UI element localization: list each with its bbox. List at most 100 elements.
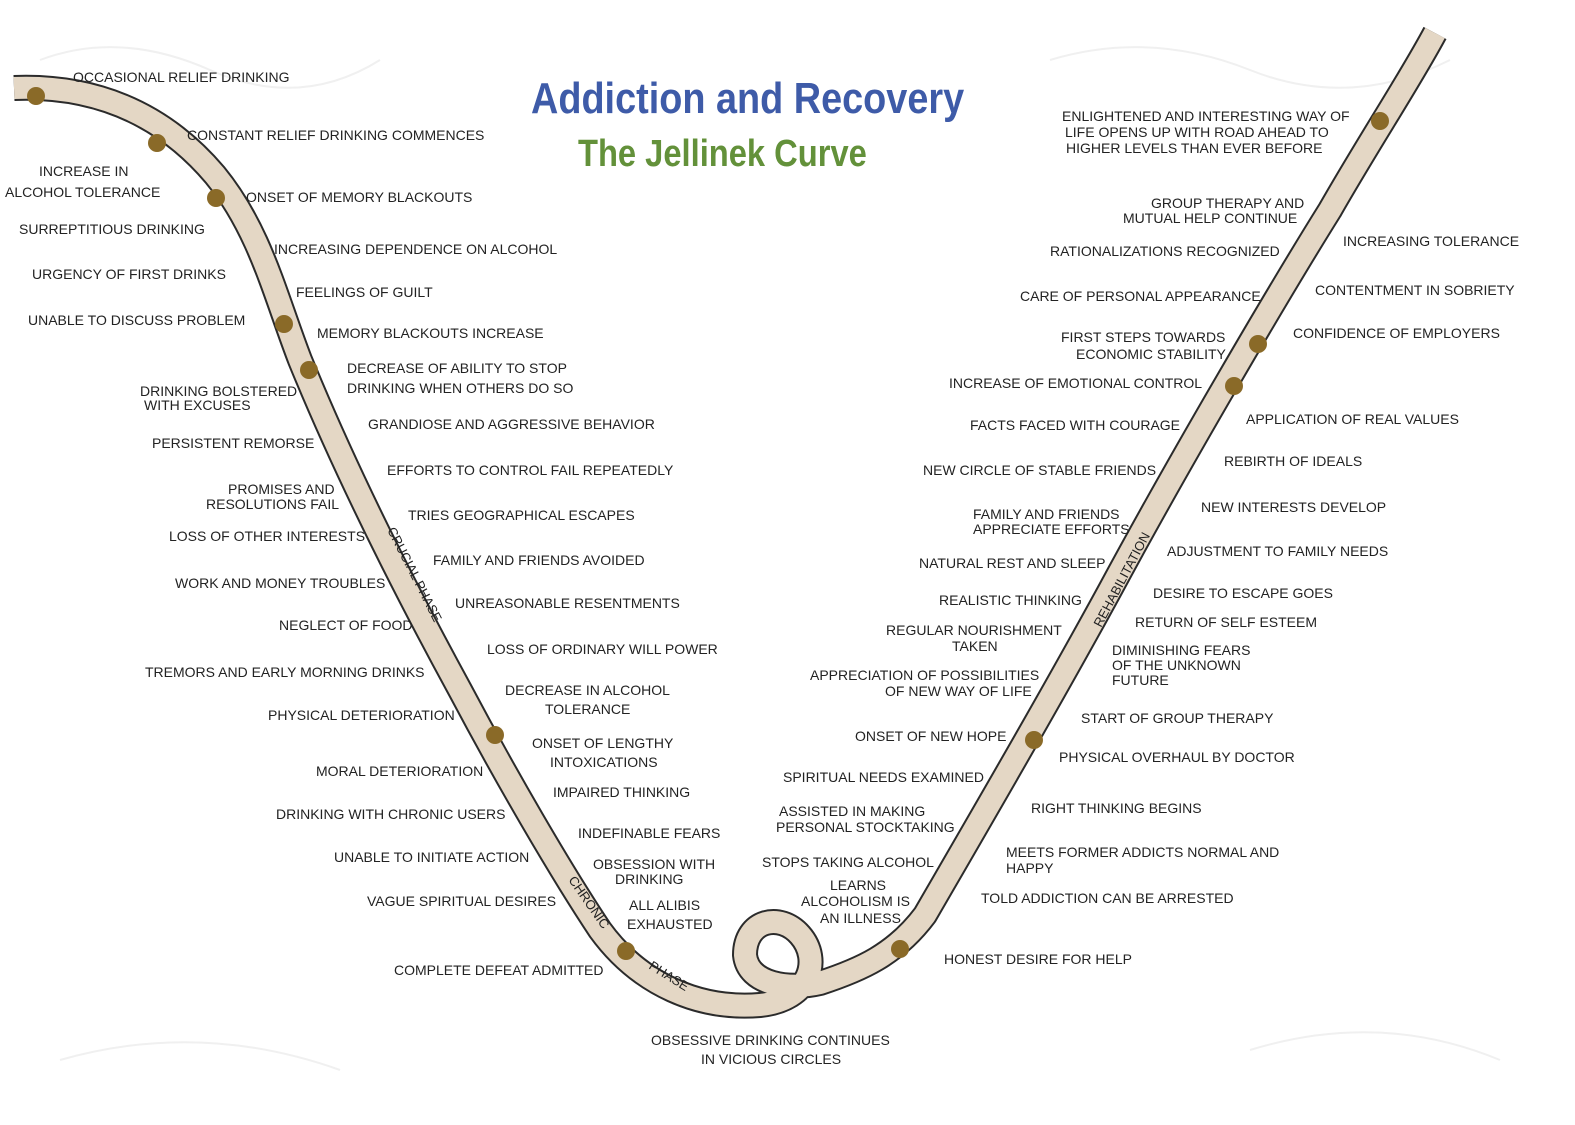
stage-label: ECONOMIC STABILITY xyxy=(1076,346,1226,362)
stage-label: MEMORY BLACKOUTS INCREASE xyxy=(317,325,544,341)
stage-label: PERSONAL STOCKTAKING xyxy=(776,819,955,835)
stage-label: INTOXICATIONS xyxy=(550,754,658,770)
stage-label: ONSET OF MEMORY BLACKOUTS xyxy=(246,189,473,205)
stage-label: HONEST DESIRE FOR HELP xyxy=(944,951,1133,967)
stage-label: CONTENTMENT IN SOBRIETY xyxy=(1315,282,1515,298)
stage-label: AN ILLNESS xyxy=(820,910,901,926)
stage-label: FAMILY AND FRIENDS xyxy=(973,506,1120,522)
milestone-dot xyxy=(1025,731,1043,749)
stage-label: RESOLUTIONS FAIL xyxy=(206,496,340,512)
stage-label: WORK AND MONEY TROUBLES xyxy=(175,575,386,591)
stage-label: ASSISTED IN MAKING xyxy=(779,803,926,819)
stage-label: DECREASE IN ALCOHOL xyxy=(505,682,670,698)
stage-label: PHYSICAL OVERHAUL BY DOCTOR xyxy=(1059,749,1295,765)
milestone-dots xyxy=(27,87,1389,960)
stage-label: DRINKING WHEN OTHERS DO SO xyxy=(347,380,574,396)
stage-label: MUTUAL HELP CONTINUE xyxy=(1123,210,1298,226)
stage-label: OBSESSIVE DRINKING CONTINUES xyxy=(651,1032,890,1048)
stage-label: REBIRTH OF IDEALS xyxy=(1224,453,1363,469)
stage-label: DIMINISHING FEARS xyxy=(1112,642,1251,658)
stage-label: CONFIDENCE OF EMPLOYERS xyxy=(1293,325,1500,341)
stage-label: FAMILY AND FRIENDS AVOIDED xyxy=(433,552,645,568)
stage-label: NEGLECT OF FOOD xyxy=(279,617,413,633)
stage-label: PROMISES AND xyxy=(228,481,335,497)
stage-label: TOLD ADDICTION CAN BE ARRESTED xyxy=(981,890,1234,906)
stage-label: RATIONALIZATIONS RECOGNIZED xyxy=(1050,243,1280,259)
stage-label: UNABLE TO INITIATE ACTION xyxy=(334,849,530,865)
stage-label: REGULAR NOURISHMENT xyxy=(886,622,1062,638)
stage-label: LOSS OF OTHER INTERESTS xyxy=(169,528,366,544)
stage-label: PERSISTENT REMORSE xyxy=(152,435,315,451)
stage-label: APPRECIATE EFFORTS xyxy=(973,521,1130,537)
stage-label: VAGUE SPIRITUAL DESIRES xyxy=(367,893,557,909)
stage-label: ONSET OF NEW HOPE xyxy=(855,728,1007,744)
stage-label: SPIRITUAL NEEDS EXAMINED xyxy=(783,769,984,785)
milestone-dot xyxy=(617,942,635,960)
stage-label: IN VICIOUS CIRCLES xyxy=(701,1051,842,1067)
stage-label: NEW INTERESTS DEVELOP xyxy=(1201,499,1387,515)
stage-label: FACTS FACED WITH COURAGE xyxy=(970,417,1181,433)
stage-label: COMPLETE DEFEAT ADMITTED xyxy=(394,962,604,978)
stage-label: DRINKING WITH CHRONIC USERS xyxy=(276,806,506,822)
stage-label: TREMORS AND EARLY MORNING DRINKS xyxy=(145,664,425,680)
stage-label: RETURN OF SELF ESTEEM xyxy=(1135,614,1318,630)
stage-label: DESIRE TO ESCAPE GOES xyxy=(1153,585,1333,601)
page-title: Addiction and Recovery xyxy=(531,74,965,123)
stage-label: DRINKING xyxy=(615,871,684,887)
stage-label: FEELINGS OF GUILT xyxy=(296,284,433,300)
stage-label: INCREASING TOLERANCE xyxy=(1343,233,1520,249)
stage-label: TOLERANCE xyxy=(545,701,631,717)
stage-label: EFFORTS TO CONTROL FAIL REPEATEDLY xyxy=(387,462,674,478)
stage-label: TRIES GEOGRAPHICAL ESCAPES xyxy=(408,507,635,523)
stage-label: OF THE UNKNOWN xyxy=(1112,657,1241,673)
stage-label: OF NEW WAY OF LIFE xyxy=(885,683,1032,699)
milestone-dot xyxy=(1225,377,1243,395)
stage-label: GRANDIOSE AND AGGRESSIVE BEHAVIOR xyxy=(368,416,655,432)
stage-label: HIGHER LEVELS THAN EVER BEFORE xyxy=(1066,140,1323,156)
stage-label: ALL ALIBIS xyxy=(629,897,701,913)
stage-label: APPLICATION OF REAL VALUES xyxy=(1246,411,1459,427)
faint-background-pattern xyxy=(39,46,1501,1071)
stage-label: MEETS FORMER ADDICTS NORMAL AND xyxy=(1006,844,1280,860)
stage-label: WITH EXCUSES xyxy=(144,397,251,413)
stage-label: IMPAIRED THINKING xyxy=(553,784,691,800)
stage-label: DRINKING BOLSTERED xyxy=(140,383,298,399)
stage-label: FUTURE xyxy=(1112,672,1169,688)
stage-label: STOPS TAKING ALCOHOL xyxy=(762,854,934,870)
stage-label: SURREPTITIOUS DRINKING xyxy=(19,221,205,237)
stage-label: EXHAUSTED xyxy=(627,916,713,932)
stage-label: INCREASING DEPENDENCE ON ALCOHOL xyxy=(274,241,558,257)
milestone-dot xyxy=(1371,112,1389,130)
stage-label: FIRST STEPS TOWARDS xyxy=(1061,329,1226,345)
road-fill xyxy=(13,27,1445,1017)
stage-label: ALCOHOL TOLERANCE xyxy=(5,184,161,200)
stage-label: HAPPY xyxy=(1006,860,1054,876)
stage-label: OBSESSION WITH xyxy=(593,856,716,872)
stage-label: UNREASONABLE RESENTMENTS xyxy=(455,595,680,611)
milestone-dot xyxy=(27,87,45,105)
milestone-dot xyxy=(207,189,225,207)
stage-label: INCREASE OF EMOTIONAL CONTROL xyxy=(949,375,1203,391)
stage-label: MORAL DETERIORATION xyxy=(316,763,484,779)
milestone-dot xyxy=(1249,335,1267,353)
stage-label: CONSTANT RELIEF DRINKING COMMENCES xyxy=(187,127,485,143)
stage-label: REALISTIC THINKING xyxy=(939,592,1082,608)
stage-label: INCREASE IN xyxy=(39,163,129,179)
stage-label: LIFE OPENS UP WITH ROAD AHEAD TO xyxy=(1065,124,1329,140)
milestone-dot xyxy=(300,361,318,379)
milestone-dot xyxy=(486,726,504,744)
stage-label: OCCASIONAL RELIEF DRINKING xyxy=(73,69,290,85)
stage-label: START OF GROUP THERAPY xyxy=(1081,710,1274,726)
stage-label: ONSET OF LENGTHY xyxy=(532,735,674,751)
stage-label: LEARNS xyxy=(830,877,887,893)
page-subtitle: The Jellinek Curve xyxy=(578,133,867,175)
stage-label: TAKEN xyxy=(952,638,998,654)
stage-label: NATURAL REST AND SLEEP xyxy=(919,555,1106,571)
stage-label: ALCOHOLISM IS xyxy=(801,893,910,909)
milestone-dot xyxy=(891,940,909,958)
stage-label: URGENCY OF FIRST DRINKS xyxy=(32,266,226,282)
stage-label: PHYSICAL DETERIORATION xyxy=(268,707,455,723)
milestone-dot xyxy=(275,315,293,333)
